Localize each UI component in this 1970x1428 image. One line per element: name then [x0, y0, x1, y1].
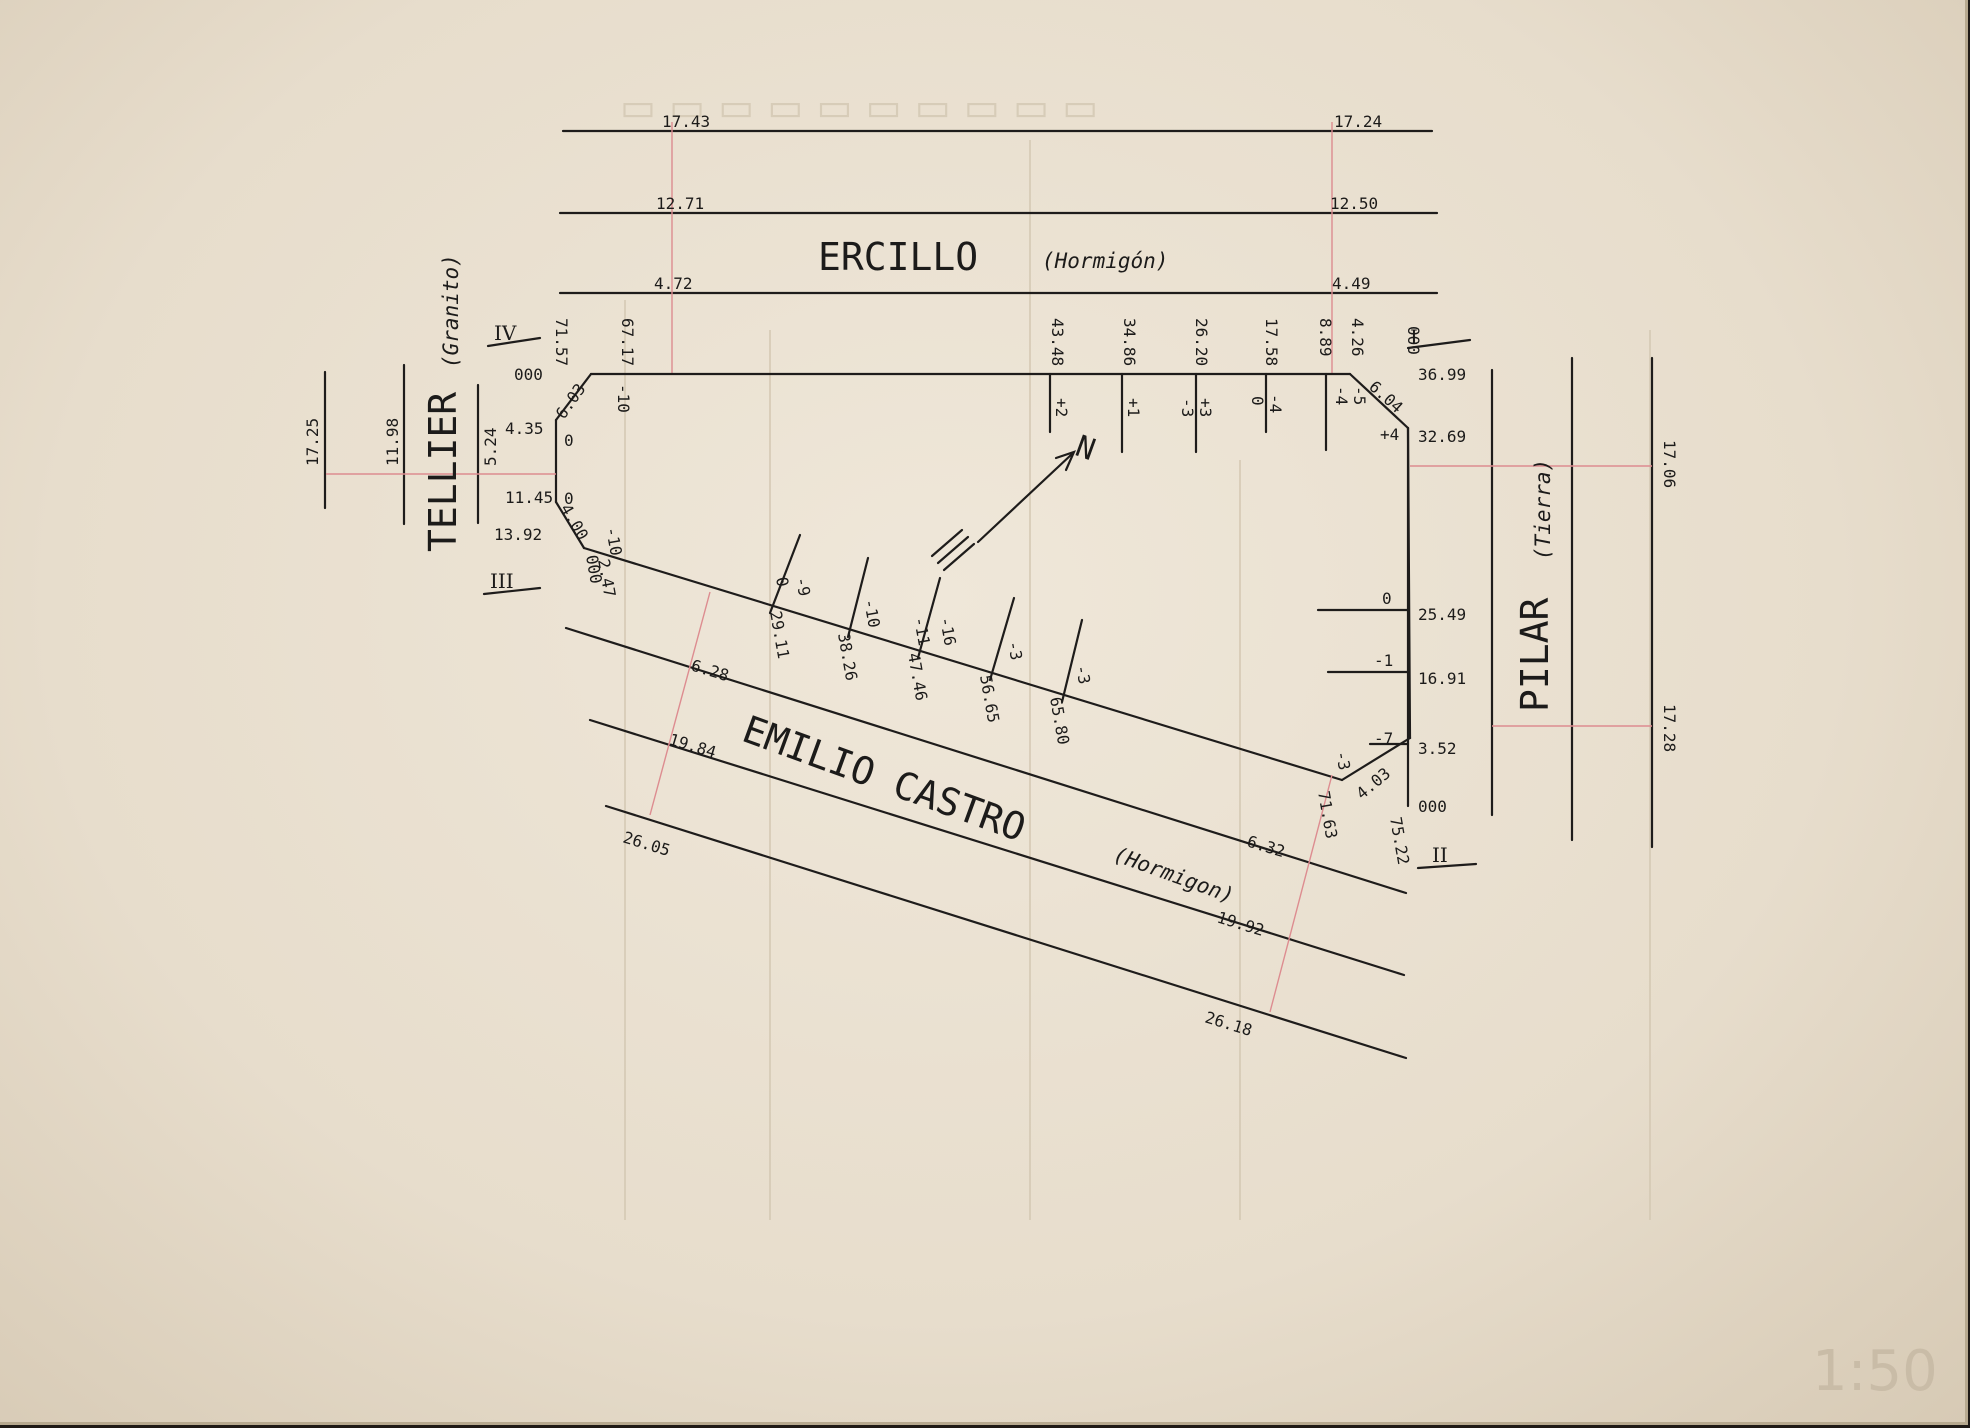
- corner-3-underline: [482, 586, 542, 596]
- ercillo-offset-west-middle: 12.71: [656, 194, 704, 213]
- north-chainage-2: 67.17: [618, 318, 637, 366]
- corner-label-4: IV: [494, 321, 517, 345]
- scale-note: 1:50: [1812, 1339, 1938, 1404]
- east-grade-3: -1: [1374, 651, 1393, 670]
- east-chainage-2: 32.69: [1418, 427, 1466, 446]
- north-grade-8: -5: [1350, 386, 1369, 405]
- castro-offset-west-middle: 19.84: [667, 730, 719, 762]
- north-chainage-7: 8.89: [1316, 318, 1335, 357]
- north-side-ticks: [1048, 372, 1328, 454]
- street-name-ercillo: ERCILLO: [818, 235, 978, 279]
- corner-label-3: III: [490, 569, 514, 593]
- south-grade-6: -16: [936, 615, 960, 647]
- castro-offset-east-inner: 6.32: [1245, 832, 1287, 861]
- south-side-ticks: [768, 533, 1084, 704]
- east-grade-1: +4: [1380, 425, 1399, 444]
- north-grade-3: +1: [1124, 398, 1143, 417]
- pilar-offset-north: 17.06: [1660, 440, 1679, 488]
- west-grade-2: 0: [564, 489, 574, 508]
- east-chainage-4: 16.91: [1418, 669, 1466, 688]
- chamfer-sw: 4.00: [557, 501, 593, 544]
- east-chainage-5: 3.52: [1418, 739, 1457, 758]
- chamfer-nw: 6.03: [552, 380, 590, 422]
- south-grade-7: -3: [1004, 639, 1026, 661]
- south-grade-4: -10: [860, 597, 884, 629]
- west-chainage-2: 4.35: [505, 419, 544, 438]
- north-grade-1: -10: [614, 384, 633, 413]
- north-grade-4: +3: [1196, 398, 1215, 417]
- south-chainage-1: 000: [582, 553, 606, 585]
- east-grade-4: -7: [1374, 729, 1393, 748]
- south-chainage-2: 2.47: [594, 557, 619, 598]
- west-chainage-3: 11.45: [505, 488, 553, 507]
- south-grade-8: -3: [1072, 663, 1094, 685]
- east-side-ticks: [1316, 608, 1410, 746]
- south-grade-9: -3: [1332, 749, 1354, 771]
- east-chainage-3: 25.49: [1418, 605, 1466, 624]
- south-grade-2: 0: [772, 575, 792, 588]
- svg-text:▭ ▭ ▭ ▭ ▭ ▭ ▭ ▭ ▭ ▭: ▭ ▭ ▭ ▭ ▭ ▭ ▭ ▭ ▭ ▭: [620, 85, 1098, 129]
- south-chainage-9: 75.22: [1386, 815, 1413, 866]
- north-arrow-icon: [930, 450, 1077, 572]
- corner-1-underline: [1406, 338, 1472, 350]
- north-chainage-8: 4.26: [1348, 318, 1367, 357]
- north-grade-9: -4: [1332, 386, 1351, 405]
- north-chainage-3: 43.48: [1048, 318, 1067, 366]
- south-chainage-4: 38.26: [834, 631, 861, 682]
- street-name-tellier: TELLIER: [421, 392, 465, 552]
- tellier-offset-inner: 5.24: [481, 427, 500, 466]
- south-chainage-6: 56.65: [976, 673, 1003, 724]
- east-chainage-6: 000: [1418, 797, 1447, 816]
- south-chainage-5: 47.46: [904, 651, 931, 702]
- castro-offset-east-outer: 26.18: [1203, 1008, 1255, 1040]
- street-name-pilar: PILAR: [1513, 597, 1557, 712]
- south-grade-3: -9: [792, 575, 814, 597]
- north-chainage-6: 17.58: [1262, 318, 1281, 366]
- ercillo-offset-east-middle: 12.50: [1330, 194, 1378, 213]
- corner-4-underline: [486, 336, 542, 348]
- north-grade-7: -4: [1266, 394, 1285, 413]
- east-grade-2: 0: [1382, 589, 1392, 608]
- north-chainage-5: 26.20: [1192, 318, 1211, 366]
- castro-street-lines: [564, 591, 1408, 1060]
- west-chainage-1: 000: [514, 365, 543, 384]
- street-surface-ercillo: (Hormigón): [1042, 249, 1168, 273]
- north-arrow-label: N: [1072, 426, 1101, 465]
- chamfer-ne: 6.04: [1365, 377, 1406, 417]
- street-surface-tellier: (Granito): [439, 254, 463, 368]
- pilar-offset-south: 17.28: [1660, 704, 1679, 752]
- tellier-offset-middle: 11.98: [383, 418, 402, 466]
- south-grade-1: -10: [602, 525, 626, 557]
- south-chainage-7: 65.80: [1046, 695, 1073, 746]
- street-surface-pilar: (Tierra): [1531, 459, 1555, 560]
- ercillo-offset-east-inner: 4.49: [1332, 274, 1371, 293]
- corner-label-2: II: [1432, 843, 1448, 867]
- north-grade-5: -3: [1178, 398, 1197, 417]
- ercillo-street-lines: [558, 122, 1439, 375]
- west-grade-1: 0: [564, 431, 574, 450]
- ghost-print: ▭ ▭ ▭ ▭ ▭ ▭ ▭ ▭ ▭ ▭: [620, 85, 1651, 1220]
- ercillo-offset-west-inner: 4.72: [654, 274, 693, 293]
- tellier-street-lines: [323, 363, 556, 526]
- ercillo-offset-west-outer: 17.43: [662, 112, 710, 131]
- castro-offset-west-inner: 6.28: [689, 656, 731, 685]
- pilar-street-lines: [1410, 356, 1654, 849]
- tellier-offset-outer: 17.25: [303, 418, 322, 466]
- east-chainage-1: 36.99: [1418, 365, 1466, 384]
- north-chainage-1: 71.57: [552, 318, 571, 366]
- south-grade-5: -11: [910, 615, 934, 647]
- castro-offset-west-outer: 26.05: [621, 828, 673, 860]
- south-chainage-8: 71.63: [1314, 789, 1341, 840]
- north-grade-6: 0: [1248, 396, 1267, 406]
- north-chainage-4: 34.86: [1120, 318, 1139, 366]
- corner-2-underline: [1416, 862, 1478, 870]
- north-grade-2: +2: [1052, 398, 1071, 417]
- corner-label-1: I: [1410, 325, 1418, 349]
- ercillo-offset-east-outer: 17.24: [1334, 112, 1382, 131]
- street-surface-castro: (Hormigon): [1110, 842, 1237, 908]
- west-chainage-4: 13.92: [494, 525, 542, 544]
